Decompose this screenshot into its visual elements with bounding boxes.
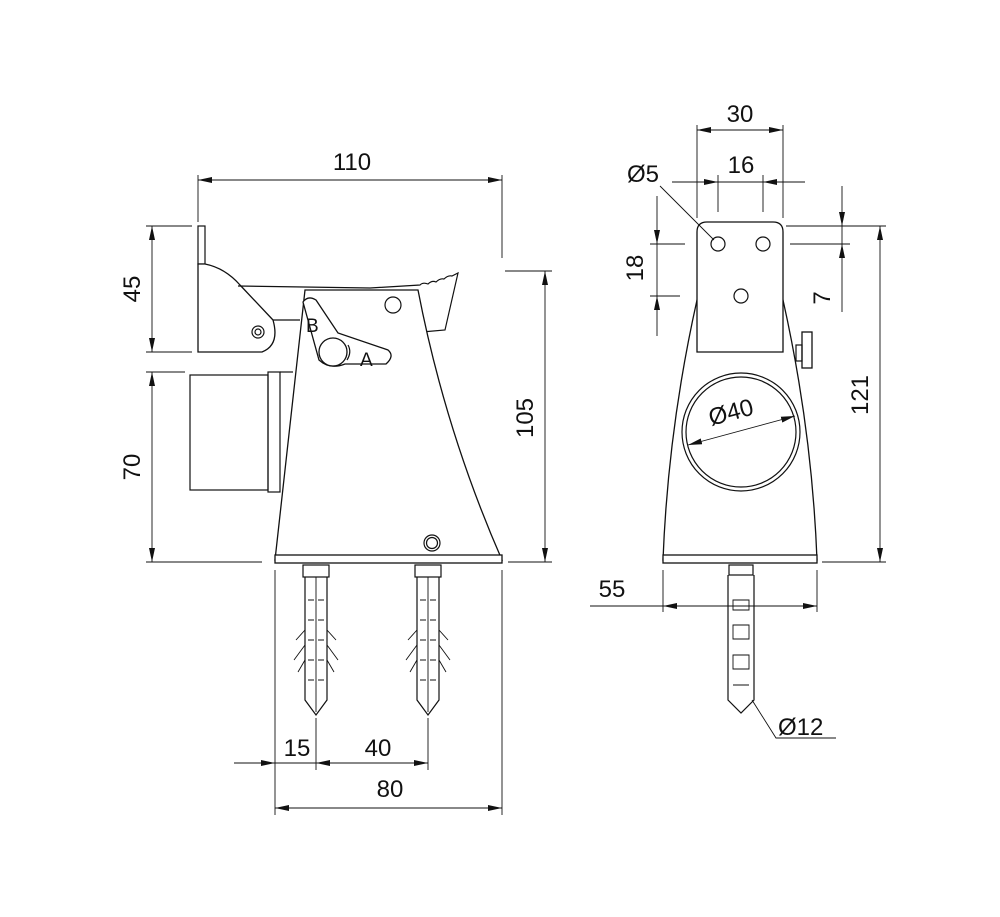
dim-hole-diameter: Ø5 xyxy=(627,161,659,188)
dim-80: 80 xyxy=(377,776,404,803)
front-body: Ø40 xyxy=(662,221,818,564)
front-dimensions: 30 16 Ø5 18 7 xyxy=(590,101,886,741)
anchor-right xyxy=(405,564,451,717)
wall-anchors xyxy=(293,564,451,717)
hole-icon xyxy=(733,288,749,304)
dim-15: 15 xyxy=(284,735,311,762)
dim-121: 121 xyxy=(847,375,874,415)
release-lever: B A xyxy=(302,297,392,371)
hole-icon xyxy=(755,236,771,252)
anchor-left xyxy=(293,564,339,717)
pivot-icon xyxy=(251,325,265,339)
dim-18: 18 xyxy=(622,255,649,282)
side-view: B A 110 xyxy=(119,149,552,815)
dim-55: 55 xyxy=(599,576,626,603)
dim-30: 30 xyxy=(727,101,754,128)
dim-anchor-diameter: Ø12 xyxy=(778,714,823,741)
dim-110: 110 xyxy=(333,149,371,176)
front-view: Ø40 30 16 Ø5 xyxy=(590,101,886,741)
dim-16: 16 xyxy=(728,152,755,179)
hold-arm xyxy=(237,271,459,333)
lever-label-b: B xyxy=(306,316,319,337)
mounting-plate xyxy=(696,221,784,353)
dim-40: 40 xyxy=(365,735,392,762)
side-dimensions: 110 45 70 105 15 40 xyxy=(119,149,552,815)
dim-105: 105 xyxy=(512,398,539,438)
dim-7: 7 xyxy=(809,291,836,304)
hole-icon xyxy=(384,296,402,314)
bore-circle xyxy=(681,372,801,492)
wall-bracket xyxy=(197,225,300,353)
socket xyxy=(189,371,293,493)
screw-icon xyxy=(423,534,441,552)
dim-45: 45 xyxy=(119,276,146,303)
lever-label-a: A xyxy=(360,350,373,371)
dim-70: 70 xyxy=(119,454,146,481)
hole-icon xyxy=(710,236,726,252)
knob xyxy=(801,331,813,369)
front-anchor xyxy=(727,564,755,714)
